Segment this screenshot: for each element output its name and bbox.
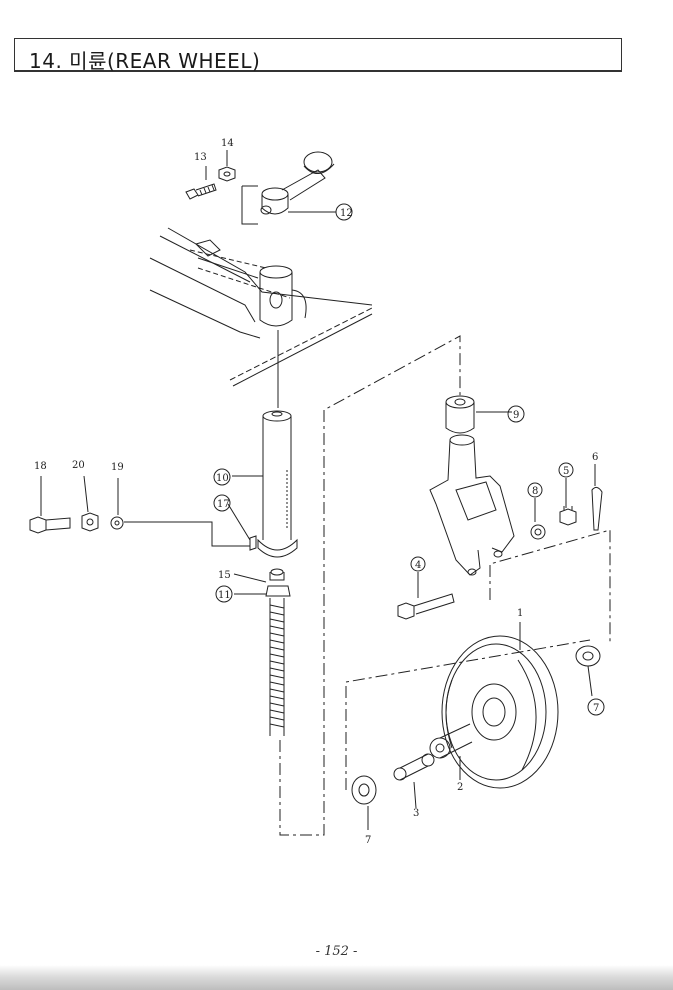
callout-circle-10 xyxy=(213,468,231,486)
callout-15: 15 xyxy=(218,570,231,581)
arm-part-12 xyxy=(260,151,335,215)
leader-3-lower xyxy=(413,781,417,809)
callout-3: 3 xyxy=(413,808,419,819)
section-title-box: 14. 미륜(REAR WHEEL) xyxy=(14,38,622,73)
bolt-part-4 xyxy=(397,593,455,620)
callout-20: 20 xyxy=(72,460,85,471)
washer-part-7-right xyxy=(575,645,601,667)
callout-circle-12 xyxy=(335,203,353,221)
leader-lines-13-14 xyxy=(205,150,228,180)
leader-7-right xyxy=(587,665,593,697)
assembly-centerline-left xyxy=(279,335,461,836)
callout-12: 12 xyxy=(340,208,353,219)
frame-boss-part xyxy=(259,265,307,327)
collar-part-2 xyxy=(429,723,473,759)
callout-2: 2 xyxy=(457,782,463,793)
callout-13: 13 xyxy=(194,152,207,163)
section-title: 14. 미륜(REAR WHEEL) xyxy=(29,49,261,73)
callout-circle-7 xyxy=(587,698,605,716)
callout-circle-4 xyxy=(410,556,426,572)
callout-19: 19 xyxy=(111,462,124,473)
scan-edge-shading xyxy=(0,965,673,990)
leader-18-20-19 xyxy=(40,475,119,516)
frame-bracket-part xyxy=(149,227,373,387)
wheel-part-1 xyxy=(441,635,559,789)
pin-part-10 xyxy=(249,410,298,558)
assembly-line-12 xyxy=(241,185,258,225)
callout-circle-8 xyxy=(527,482,543,498)
bolt-part-13 xyxy=(185,183,217,200)
callout-circle-17 xyxy=(213,494,231,512)
castle-nut-part-5 xyxy=(559,506,577,526)
fork-part-3 xyxy=(429,434,515,576)
callout-circle-5 xyxy=(558,462,574,478)
callout-17: 17 xyxy=(217,499,230,510)
callout-10: 10 xyxy=(216,473,229,484)
washer-part-19 xyxy=(110,516,124,530)
callout-11: 11 xyxy=(218,590,231,601)
callout-8: 8 xyxy=(532,486,538,497)
callout-4: 4 xyxy=(415,560,421,571)
leader-17 xyxy=(227,503,251,541)
nut-part-20 xyxy=(81,512,99,532)
callout-6: 6 xyxy=(592,452,598,463)
callout-circle-9 xyxy=(507,405,525,423)
leader-8-5-6 xyxy=(534,464,596,522)
leader-15-11 xyxy=(233,573,267,595)
callout-14: 14 xyxy=(221,138,234,149)
washer-part-7-lower xyxy=(351,775,377,805)
assembly-line-19 xyxy=(124,521,250,547)
nut-part-14 xyxy=(218,166,236,182)
callout-18: 18 xyxy=(34,461,47,472)
assembly-centerline-right xyxy=(489,529,611,642)
bushing-part-9 xyxy=(445,395,475,434)
callout-7-right: 7 xyxy=(593,703,599,714)
callout-circle-11 xyxy=(215,585,233,603)
threaded-rod-part-11 xyxy=(265,568,291,736)
callout-7-lower: 7 xyxy=(365,835,371,846)
callout-5: 5 xyxy=(563,466,569,477)
assembly-centerline-wheel xyxy=(345,639,591,790)
page-number: - 152 - xyxy=(315,944,358,959)
bushing-lower-part xyxy=(393,753,435,781)
bolt-part-18 xyxy=(29,516,71,534)
cotter-pin-part-6 xyxy=(591,486,603,531)
callout-1: 1 xyxy=(517,608,523,619)
ring-part-8 xyxy=(530,524,546,540)
callout-9: 9 xyxy=(513,410,519,421)
